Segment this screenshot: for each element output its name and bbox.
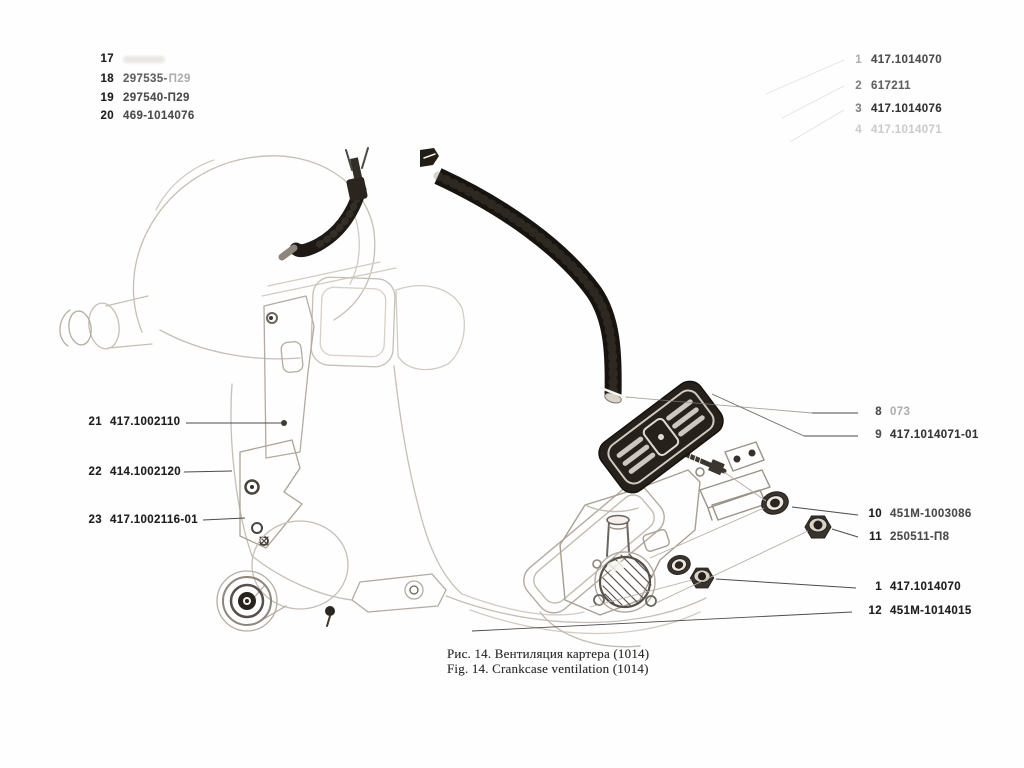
bracket-22-23 xyxy=(239,439,303,549)
part-number-fragment: 073 xyxy=(890,406,911,418)
separator-housing xyxy=(559,469,701,616)
part-number: 451M-1003086 xyxy=(890,508,972,520)
callout-19: 19 297540-П29 xyxy=(96,92,190,104)
item-number: 18 xyxy=(100,73,114,85)
separator-cap xyxy=(592,551,657,613)
mounting-bracket xyxy=(699,441,771,521)
breather-hose xyxy=(433,168,629,404)
callout-1-top: 1 417.1014070 xyxy=(846,54,942,66)
pan-bolt xyxy=(325,606,335,616)
elbow-hose xyxy=(278,183,367,261)
part-number: 417.1014076 xyxy=(871,103,943,115)
item-number: 12 xyxy=(868,605,882,617)
callout-1-bottom: 1 417.1014070 xyxy=(860,581,961,593)
part-number: 451M-1014015 xyxy=(890,605,972,617)
callout-4-faded: 4 417.1014071 xyxy=(846,124,942,136)
part-number: 417.1014070 xyxy=(871,54,943,66)
callout-17: 17 xyxy=(96,53,165,65)
part-number: 250511-П8 xyxy=(890,531,950,543)
caption-english: Fig. 14. Crankcase ventilation (1014) xyxy=(447,661,649,676)
item-number: 11 xyxy=(869,531,882,543)
leader-lines xyxy=(183,59,859,632)
part-number-faded: П29 xyxy=(168,73,191,85)
main-hose-clamp xyxy=(420,148,439,167)
callout-3: 3 417.1014076 xyxy=(846,103,942,115)
callout-8: 8 073 xyxy=(860,406,910,418)
part-number: 417.1002110 xyxy=(110,416,181,428)
engine-sketch xyxy=(59,155,707,635)
item-number: 23 xyxy=(88,514,102,526)
caption-russian: Рис. 14. Вентиляция картера (1014) xyxy=(447,646,650,661)
callout-12: 12 451M-1014015 xyxy=(860,605,972,617)
callout-9: 9 417.1014071-01 xyxy=(860,429,979,441)
fasteners xyxy=(667,491,832,589)
callout-2: 2 617211 xyxy=(846,80,911,92)
callout-21: 21 417.1002110 xyxy=(82,416,181,428)
item-number: 2 xyxy=(855,80,862,92)
item-number: 1 xyxy=(875,581,882,593)
oil-separator-assembly xyxy=(523,441,771,648)
separator-neck xyxy=(606,514,630,557)
nut-11 xyxy=(804,515,832,539)
part-number: 617211 xyxy=(871,80,911,92)
figure-caption: Рис. 14. Вентиляция картера (1014) Fig. … xyxy=(447,646,649,676)
bracket-21 xyxy=(263,295,315,459)
callout-11: 11 250511-П8 xyxy=(860,531,949,543)
item-number: 4 xyxy=(855,124,862,136)
callout-10: 10 451M-1003086 xyxy=(860,508,972,520)
elbow-hose-clamp xyxy=(345,147,369,202)
item-number: 20 xyxy=(100,110,114,122)
part-number: 417.1014071-01 xyxy=(890,429,979,441)
part-number: 469-1014076 xyxy=(123,110,195,122)
item-number: 22 xyxy=(88,466,102,478)
part-number: 297540-П29 xyxy=(123,92,190,104)
item-number: 17 xyxy=(100,53,114,65)
part-number: 417.1014071 xyxy=(871,124,943,136)
crankshaft-pulley xyxy=(216,520,349,632)
item-number: 3 xyxy=(855,103,862,115)
part-number: 414.1002120 xyxy=(110,466,182,478)
part-number: 417.1014070 xyxy=(890,581,962,593)
item-number: 8 xyxy=(875,406,882,418)
washer-10 xyxy=(761,491,789,515)
item-number: 10 xyxy=(868,508,882,520)
callout-22: 22 414.1002120 xyxy=(82,466,181,478)
part-number: 297535- xyxy=(123,73,168,85)
washer-small xyxy=(667,555,691,575)
item-number: 21 xyxy=(88,416,102,428)
item-number: 9 xyxy=(875,429,882,441)
callout-20: 20 469-1014076 xyxy=(96,110,195,122)
callout-18: 18 297535- П29 xyxy=(96,73,191,85)
part-number: 417.1002116-01 xyxy=(110,514,199,526)
item-number: 19 xyxy=(100,92,114,104)
item-number: 1 xyxy=(855,54,862,66)
faded-part-number xyxy=(123,55,165,63)
callout-23: 23 417.1002116-01 xyxy=(82,514,198,526)
hoses xyxy=(278,147,629,404)
breather-cover-plate xyxy=(598,380,724,494)
